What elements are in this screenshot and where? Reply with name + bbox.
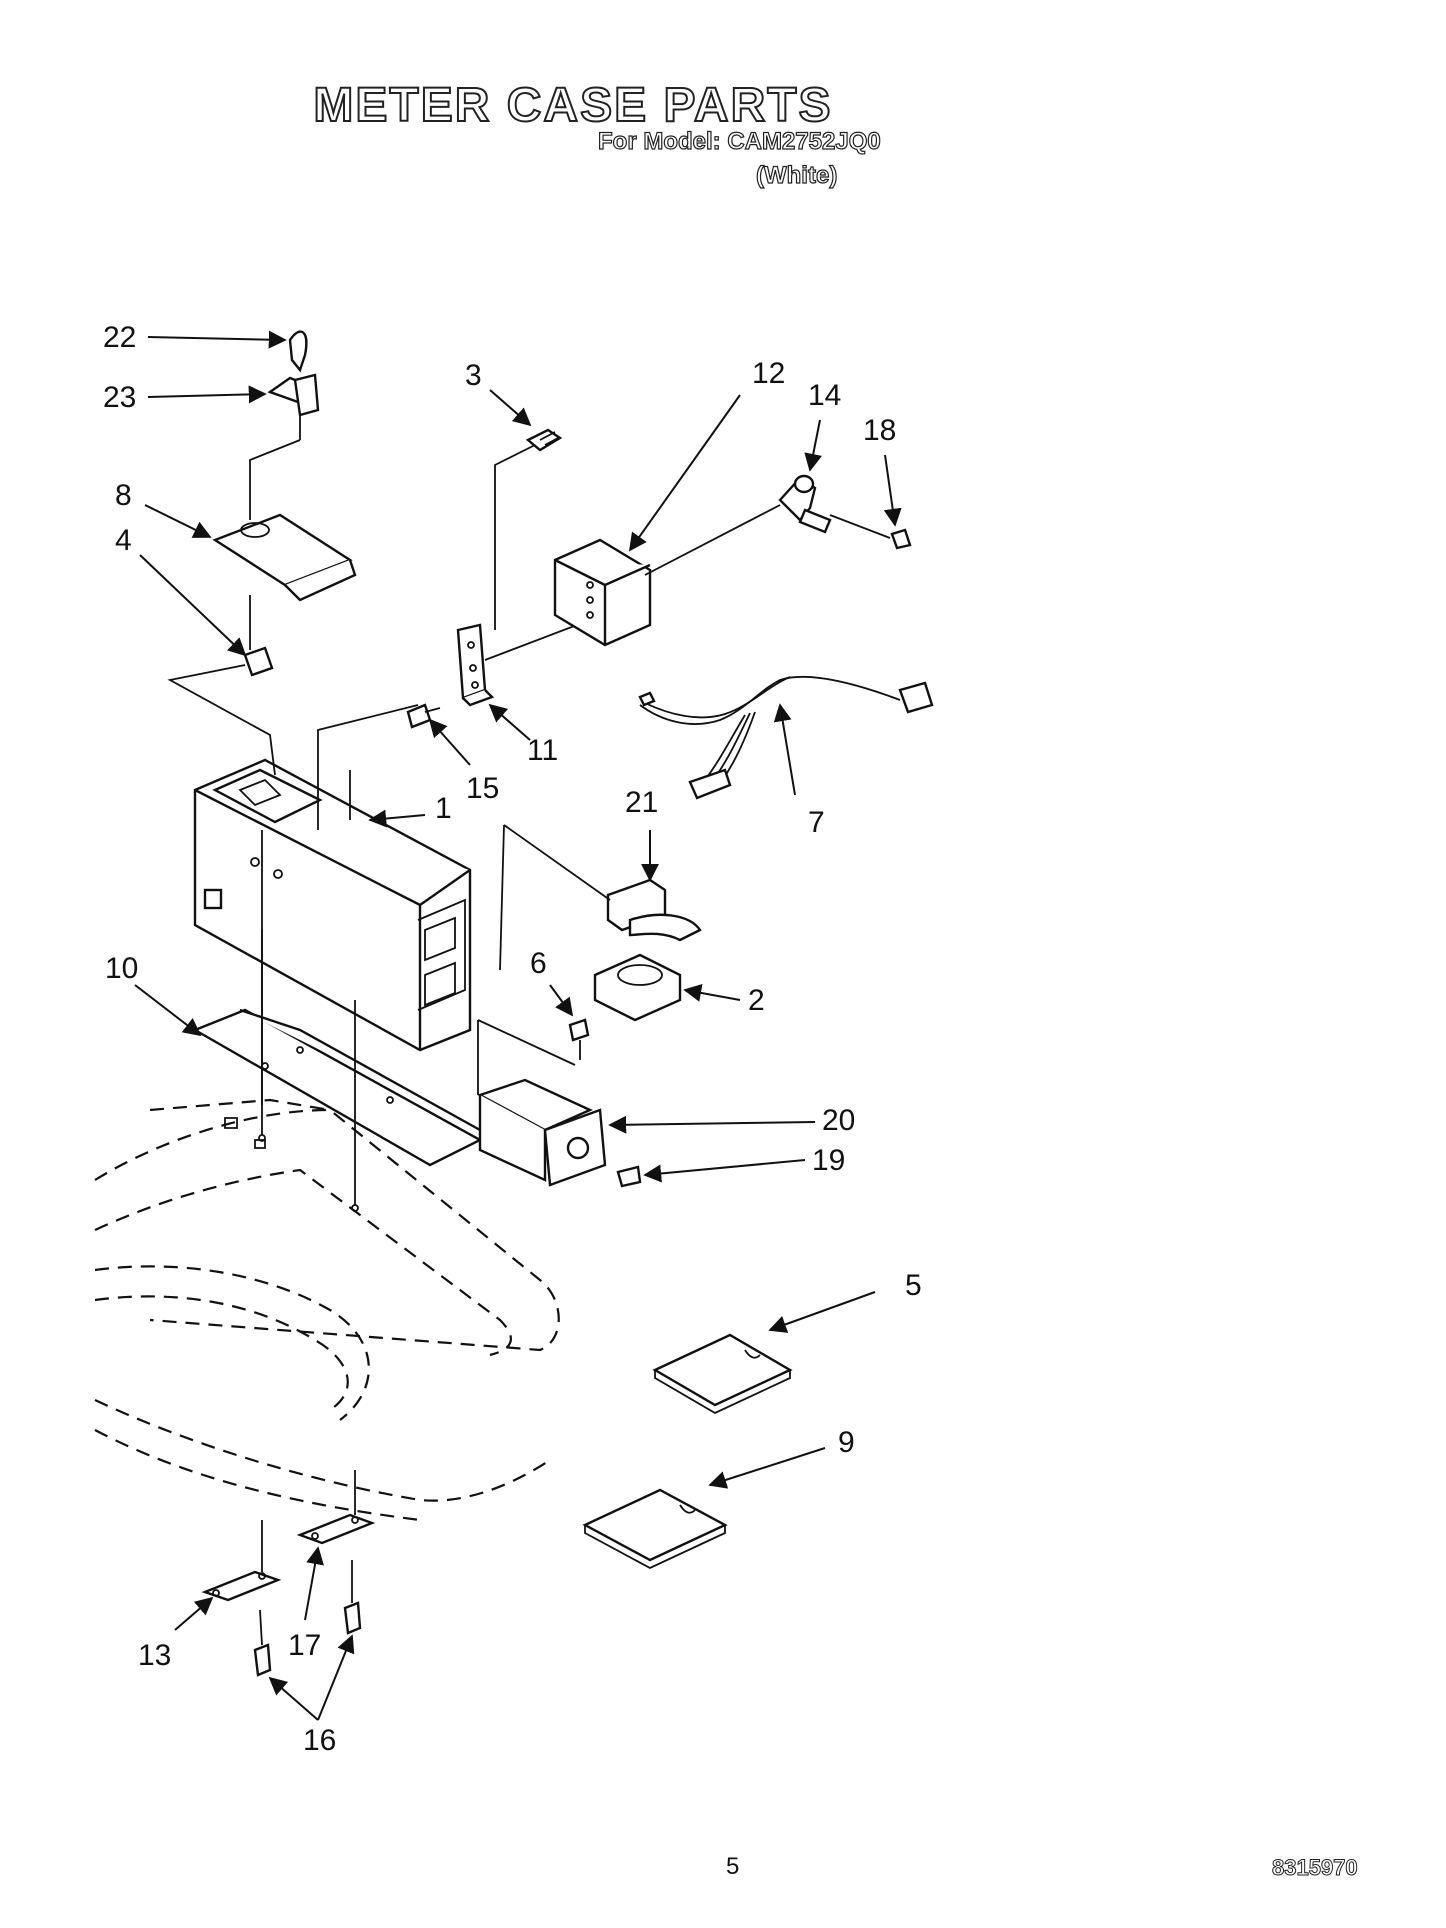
callout-3: 3 bbox=[465, 359, 482, 392]
part-22-clip bbox=[288, 330, 308, 373]
callout-17: 17 bbox=[288, 1629, 321, 1662]
part-18-bulb bbox=[890, 528, 912, 550]
part-6-screw bbox=[568, 1018, 590, 1060]
part-5-pad bbox=[652, 1333, 793, 1415]
callout-2: 2 bbox=[748, 984, 765, 1017]
callout-11: 11 bbox=[527, 734, 558, 767]
callout-12: 12 bbox=[752, 357, 785, 390]
callout-16: 16 bbox=[303, 1724, 336, 1757]
part-4-clip bbox=[167, 646, 276, 776]
callout-21: 21 bbox=[625, 786, 658, 819]
part-20-solenoid bbox=[476, 1019, 607, 1187]
document-number: 8315970 bbox=[1272, 1855, 1359, 1881]
part-21-actuator bbox=[499, 824, 702, 971]
part-7-wire-harness bbox=[638, 675, 934, 800]
callout-6: 6 bbox=[530, 947, 547, 980]
part-1-meter-case bbox=[193, 758, 472, 1105]
callout-9: 9 bbox=[838, 1426, 855, 1459]
part-12-switch bbox=[553, 504, 781, 647]
color-line: (White) bbox=[755, 161, 838, 189]
callout-19: 19 bbox=[812, 1144, 845, 1177]
callout-23: 23 bbox=[103, 381, 136, 414]
callout-18: 18 bbox=[863, 414, 896, 447]
part-23-latch bbox=[249, 373, 320, 520]
part-10-bracket bbox=[192, 1008, 483, 1167]
callout-4: 4 bbox=[115, 524, 132, 557]
page-title: METER CASE PARTS bbox=[312, 78, 833, 133]
part-9-pad bbox=[582, 1488, 728, 1570]
callout-8: 8 bbox=[115, 479, 132, 512]
callout-22: 22 bbox=[103, 321, 136, 354]
callout-20: 20 bbox=[822, 1104, 855, 1137]
hole-b bbox=[351, 1204, 359, 1212]
washer-top-outline bbox=[94, 1098, 560, 1522]
callout-arrows bbox=[134, 330, 902, 1721]
model-line: For Model: CAM2752JQ0 bbox=[597, 127, 881, 155]
part-8-cover bbox=[212, 513, 357, 650]
callout-7: 7 bbox=[808, 806, 825, 839]
part-11-bracket bbox=[456, 619, 591, 707]
guide-line-1 bbox=[261, 930, 356, 1205]
callout-1: 1 bbox=[435, 792, 452, 825]
part-3-screw bbox=[494, 428, 563, 630]
page-number: 5 bbox=[726, 1853, 740, 1880]
part-13-bracket bbox=[201, 1520, 282, 1602]
callout-5: 5 bbox=[905, 1269, 922, 1302]
part-17-bracket bbox=[296, 1470, 376, 1545]
part-16-screws bbox=[253, 1560, 362, 1677]
part-19-plunger bbox=[616, 1165, 642, 1188]
part-2-holder bbox=[593, 953, 682, 1022]
callout-10: 10 bbox=[105, 952, 138, 985]
callout-14: 14 bbox=[808, 379, 841, 412]
hole-a bbox=[258, 1134, 266, 1142]
callout-15: 15 bbox=[466, 772, 499, 805]
callout-13: 13 bbox=[138, 1639, 171, 1672]
part-14-lamp-socket bbox=[778, 474, 891, 539]
